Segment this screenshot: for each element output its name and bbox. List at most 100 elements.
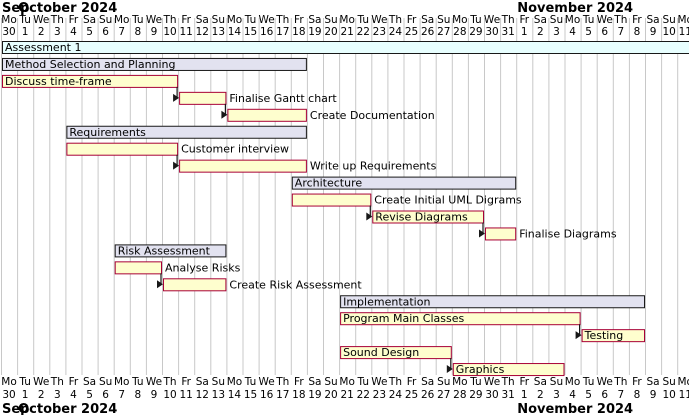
day-number-label: 6 (601, 26, 608, 38)
weekday-label: Fr (294, 376, 304, 388)
day-number-label: 27 (437, 26, 450, 38)
task-bar (291, 176, 517, 190)
day-number-label: 10 (662, 389, 675, 401)
day-number-label: 9 (650, 389, 657, 401)
weekday-label: Tu (244, 14, 256, 26)
day-number-label: 8 (634, 389, 641, 401)
weekday-label: We (259, 376, 275, 388)
day-number-label: 28 (453, 389, 466, 401)
weekday-label: Th (501, 376, 515, 388)
day-number-label: 18 (292, 389, 305, 401)
weekday-label: Th (50, 376, 64, 388)
weekday-label: Fr (519, 14, 529, 26)
day-number-label: 5 (86, 26, 93, 38)
day-number-label: 9 (650, 26, 657, 38)
task-bar (340, 346, 452, 360)
day-number-label: 17 (276, 26, 289, 38)
day-number-label: 18 (292, 26, 305, 38)
day-number-label: 5 (86, 389, 93, 401)
task-label: Finalise Gantt chart (229, 92, 337, 105)
weekday-label: Fr (407, 376, 417, 388)
dependency-arrowhead (173, 161, 180, 170)
day-number-label: 1 (521, 26, 528, 38)
day-number-label: 20 (324, 389, 337, 401)
weekday-label: We (33, 14, 49, 26)
task-label: Testing (584, 329, 624, 342)
dependency-arrowhead (221, 110, 228, 119)
day-number-label: 16 (260, 389, 274, 401)
task-bar (2, 74, 179, 88)
dependency-arrowhead (157, 280, 163, 289)
day-number-label: 8 (135, 26, 142, 38)
weekday-label: Th (501, 14, 515, 26)
weekday-label: Su (324, 14, 337, 26)
day-number-label: 7 (618, 26, 625, 38)
weekday-label: Tu (469, 376, 481, 388)
task-bar (179, 91, 227, 105)
day-number-label: 23 (373, 26, 386, 38)
task-bar (340, 312, 581, 326)
task-bars (2, 41, 689, 377)
day-number-label: 26 (421, 389, 435, 401)
weekday-label: Sa (421, 14, 434, 26)
task-label: Sound Design (343, 346, 419, 359)
weekday-label: Tu (357, 376, 369, 388)
weekday-label: Th (613, 14, 627, 26)
day-number-label: 5 (585, 389, 592, 401)
weekday-label: Su (437, 14, 450, 26)
weekday-label: Fr (181, 376, 191, 388)
weekday-label: Th (388, 14, 402, 26)
weekday-label: Fr (294, 14, 304, 26)
dependency-arrowhead (366, 212, 373, 221)
task-label: Graphics (456, 363, 505, 376)
weekday-label: Su (550, 14, 563, 26)
weekday-label: Mo (1, 14, 16, 26)
day-number-label: 23 (373, 389, 386, 401)
day-number-label: 16 (260, 26, 274, 38)
day-number-label: 24 (389, 389, 403, 401)
task-label: Implementation (343, 295, 430, 308)
weekday-label: Sa (83, 14, 96, 26)
day-number-label: 20 (324, 26, 337, 38)
day-number-label: 28 (453, 26, 466, 38)
weekday-label: We (484, 14, 500, 26)
task-label: Assessment 1 (5, 41, 81, 54)
day-number-label: 24 (389, 26, 403, 38)
weekday-label: We (597, 14, 613, 26)
weekday-label: Mo (1, 376, 16, 388)
dependency-arrows (157, 86, 582, 374)
task-bar (291, 193, 372, 207)
month-label-bottom: November 2024 (517, 402, 633, 415)
day-number-label: 14 (228, 26, 242, 38)
weekday-label: Th (613, 376, 627, 388)
weekday-label: We (33, 376, 49, 388)
task-label: Risk Assessment (118, 244, 211, 257)
weekday-label: Mo (339, 14, 354, 26)
task-label: Revise Diagrams (375, 211, 468, 224)
day-number-label: 4 (569, 26, 576, 38)
weekday-label: Su (212, 14, 225, 26)
weekday-label: Tu (582, 376, 594, 388)
weekday-label: Mo (452, 376, 467, 388)
weekday-label: Su (437, 376, 450, 388)
month-label-top: November 2024 (517, 1, 633, 16)
task-bar (227, 108, 307, 122)
day-number-label: 21 (340, 389, 353, 401)
day-number-label: 22 (357, 26, 370, 38)
day-number-label: 4 (569, 389, 576, 401)
weekday-label: Fr (181, 14, 191, 26)
day-number-label: 3 (553, 26, 560, 38)
day-number-label: 5 (585, 26, 592, 38)
day-number-label: 7 (118, 26, 125, 38)
day-number-label: 22 (357, 389, 370, 401)
weekday-label: Fr (519, 376, 529, 388)
weekday-label: Fr (407, 14, 417, 26)
day-number-label: 11 (179, 389, 192, 401)
task-bar (2, 57, 307, 71)
weekday-label: We (146, 14, 162, 26)
day-number-label: 10 (662, 26, 675, 38)
day-number-label: 3 (553, 389, 560, 401)
weekday-label: Mo (678, 376, 689, 388)
